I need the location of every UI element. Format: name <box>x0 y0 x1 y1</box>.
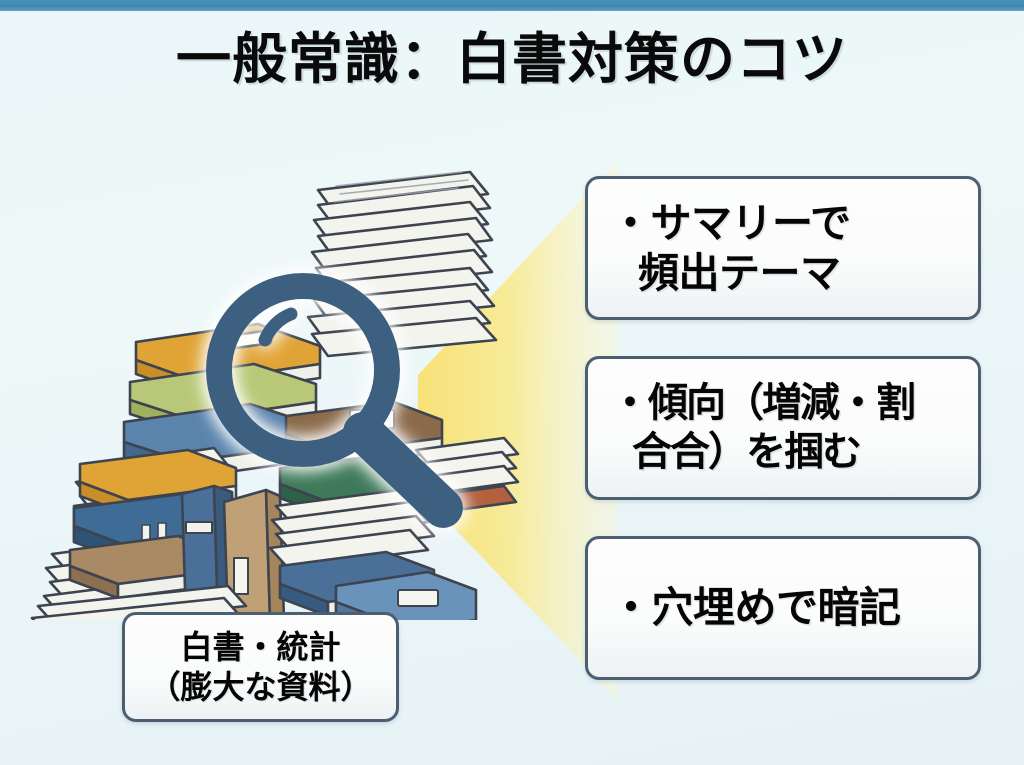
page-title: 一般常識：白書対策のコツ <box>175 27 848 91</box>
caption-line-2: （膨大な資料） <box>148 668 373 706</box>
point-2-line1: 傾向（増減・割 <box>648 380 916 427</box>
point-3-text: ・穴埋めで暗記 <box>610 582 901 633</box>
point-2-text: ・傾向（増減・割 合合）を掴む <box>610 379 916 477</box>
books-pile-illustration <box>30 170 520 620</box>
point-3-bullet: ・ <box>610 583 652 633</box>
point-box-1[interactable]: ・サマリーで 頻出テーマ <box>585 176 981 320</box>
point-2-bullet: ・ <box>610 380 650 427</box>
caption-box[interactable]: 白書・統計 （膨大な資料） <box>122 612 399 722</box>
magnifying-glass-icon <box>206 273 463 528</box>
point-1-line1: サマリーで <box>650 198 852 247</box>
top-accent-bar <box>0 0 1024 11</box>
point-2-line2: 合合）を掴む <box>632 429 862 475</box>
point-1-line2: 頻出テーマ <box>638 249 841 297</box>
point-1-text: ・サマリーで 頻出テーマ <box>610 198 851 298</box>
point-box-3[interactable]: ・穴埋めで暗記 <box>585 536 981 680</box>
caption-line-1: 白書・統計 <box>180 627 341 666</box>
point-box-2[interactable]: ・傾向（増減・割 合合）を掴む <box>585 356 981 500</box>
point-1-bullet: ・ <box>610 198 651 247</box>
point-3-line1: 穴埋めで暗記 <box>651 583 902 633</box>
